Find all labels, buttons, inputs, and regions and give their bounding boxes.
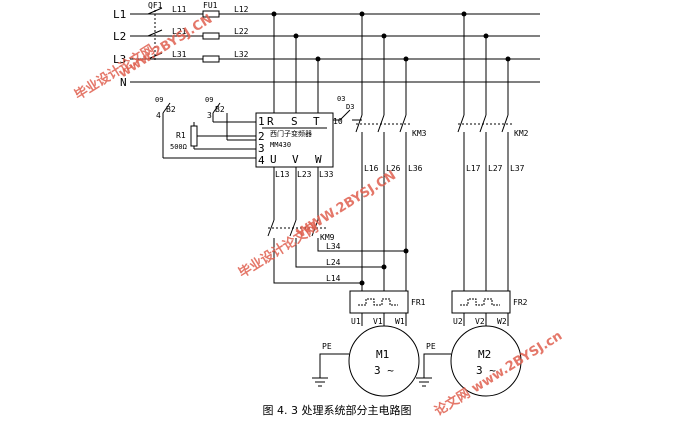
km2-out-label-l37: L37 bbox=[510, 164, 525, 173]
terminal-u2: U2 bbox=[453, 317, 463, 326]
switch-prefix-left: 09 bbox=[155, 96, 163, 104]
km2-out-label-l17: L17 bbox=[466, 164, 481, 173]
km3-out-label-l26: L26 bbox=[386, 164, 401, 173]
switch-number-4: 4 bbox=[156, 111, 161, 120]
inverter-pin-1: 1 bbox=[258, 115, 265, 128]
switch-prefix-d3: 03 bbox=[337, 95, 345, 103]
km3-out-label-l36: L36 bbox=[408, 164, 423, 173]
resistor-name: R1 bbox=[176, 131, 186, 140]
pe-label-right: PE bbox=[426, 342, 436, 351]
line-label-l31: L31 bbox=[172, 50, 187, 59]
inverter-out-label-l13: L13 bbox=[275, 170, 290, 179]
bus-label-l3: L3 bbox=[113, 53, 126, 66]
bypass-label-l24: L24 bbox=[326, 258, 341, 267]
overload-fr2 bbox=[451, 290, 511, 314]
overload-label-fr2: FR2 bbox=[513, 298, 528, 307]
line-label-l11: L11 bbox=[172, 5, 187, 14]
motor-m2 bbox=[450, 325, 522, 397]
bus-label-l2: L2 bbox=[113, 30, 126, 43]
fuse-3 bbox=[202, 55, 220, 63]
km2-out-label-l27: L27 bbox=[488, 164, 503, 173]
motor-m2-phase: 3 ~ bbox=[476, 364, 496, 377]
km3-contact-3 bbox=[399, 114, 407, 133]
km9-contact-3 bbox=[311, 219, 319, 237]
inverter-out-label-l23: L23 bbox=[297, 170, 312, 179]
km3-contact-1 bbox=[355, 114, 363, 133]
overload-label-fr1: FR1 bbox=[411, 298, 426, 307]
switch-label-b2-left: B2 bbox=[166, 105, 176, 114]
terminal-w1: W1 bbox=[395, 317, 405, 326]
terminal-w2: W2 bbox=[497, 317, 507, 326]
fuse-2 bbox=[202, 32, 220, 40]
inverter-output-w: W bbox=[315, 153, 322, 166]
breaker-label: QF1 bbox=[148, 1, 163, 10]
km2-contact-1 bbox=[457, 114, 465, 133]
watermark-4: WWW.2BYSJ.CN bbox=[294, 168, 399, 241]
fuse-label: FU1 bbox=[203, 1, 218, 10]
km3-out-label-l16: L16 bbox=[364, 164, 379, 173]
switch-label-d3: D3 bbox=[346, 103, 354, 111]
inverter-input-r: R bbox=[267, 115, 274, 128]
inverter-out-label-l33: L33 bbox=[319, 170, 334, 179]
line-label-l32: L32 bbox=[234, 50, 249, 59]
figure-caption: 图 4. 3 处理系统部分主电路图 bbox=[262, 404, 412, 417]
motor-m1-name: M1 bbox=[376, 348, 389, 361]
inverter-pin-2: 2 bbox=[258, 130, 265, 143]
motor-m1 bbox=[348, 325, 420, 397]
bypass-label-l14: L14 bbox=[326, 274, 341, 283]
resistor-r1 bbox=[190, 125, 198, 147]
resistor-value: 500Ω bbox=[170, 143, 187, 151]
terminal-v1: V1 bbox=[373, 317, 383, 326]
inverter-model: MM430 bbox=[270, 141, 291, 149]
inverter-output-u: U bbox=[270, 153, 277, 166]
inverter-pin-3: 3 bbox=[258, 142, 265, 155]
km9-contact-1 bbox=[267, 219, 275, 237]
bus-label-l1: L1 bbox=[113, 8, 126, 21]
km9-label: KM9 bbox=[320, 233, 335, 242]
inverter-input-s: S bbox=[291, 115, 298, 128]
breaker-contact-2 bbox=[147, 29, 163, 37]
switch-label-b2-right: B2 bbox=[215, 105, 225, 114]
inverter-output-v: V bbox=[292, 153, 299, 166]
inverter-pin-4: 4 bbox=[258, 154, 265, 167]
overload-fr1 bbox=[349, 290, 409, 314]
motor-m1-phase: 3 ~ bbox=[374, 364, 394, 377]
pe-label-left: PE bbox=[322, 342, 332, 351]
switch-number-3: 3 bbox=[207, 111, 212, 120]
inverter-pin-10: 10 bbox=[333, 117, 343, 126]
inverter-brand: 西门子变频器 bbox=[270, 129, 312, 138]
motor-m2-name: M2 bbox=[478, 348, 491, 361]
line-label-l21: L21 bbox=[172, 27, 187, 36]
terminal-u1: U1 bbox=[351, 317, 361, 326]
fuse-1 bbox=[202, 10, 220, 18]
line-label-l22: L22 bbox=[234, 27, 249, 36]
km3-label: KM3 bbox=[412, 129, 427, 138]
bypass-label-l34: L34 bbox=[326, 242, 341, 251]
switch-prefix-right: 09 bbox=[205, 96, 213, 104]
km2-contact-3 bbox=[501, 114, 509, 133]
inverter-input-t: T bbox=[313, 115, 320, 128]
bus-label-n: N bbox=[120, 76, 127, 89]
inverter-box bbox=[255, 112, 334, 168]
watermark-2: www.2BYSJ.CN bbox=[116, 12, 215, 82]
terminal-v2: V2 bbox=[475, 317, 485, 326]
line-label-l12: L12 bbox=[234, 5, 249, 14]
km2-label: KM2 bbox=[514, 129, 529, 138]
